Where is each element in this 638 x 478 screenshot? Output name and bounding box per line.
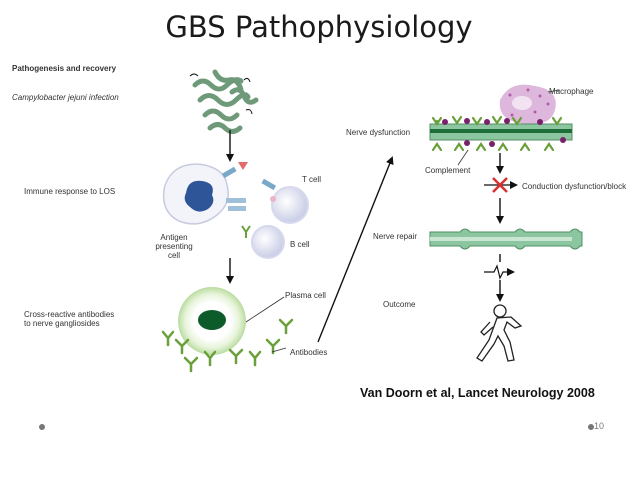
antibodies-group bbox=[161, 318, 294, 373]
bullet-dot-left bbox=[39, 424, 45, 430]
label-infection: Campylobacter jejuni infection bbox=[12, 93, 119, 102]
label-cross-reactive: Cross-reactive antibodies to nerve gangl… bbox=[24, 310, 114, 328]
bullet-dot-right bbox=[588, 424, 594, 430]
campylobacter-bacteria bbox=[192, 69, 259, 134]
slide-title: GBS Pathophysiology bbox=[165, 10, 473, 44]
label-apc-line1: Antigen bbox=[160, 233, 188, 242]
citation: Van Doorn et al, Lancet Neurology 2008 bbox=[360, 386, 595, 400]
antigen-presenting-cell bbox=[162, 162, 248, 225]
label-complement: Complement bbox=[425, 166, 471, 175]
label-apc: Antigen presenting cell bbox=[152, 233, 196, 261]
walking-person-icon bbox=[476, 304, 523, 362]
label-antibodies: Antibodies bbox=[290, 348, 328, 357]
label-nerve-repair: Nerve repair bbox=[373, 232, 418, 241]
label-cross-reactive-line2: to nerve gangliosides bbox=[24, 319, 100, 329]
label-apc-line2: presenting bbox=[155, 242, 193, 252]
damaged-nerve bbox=[429, 115, 573, 166]
label-cross-reactive-line1: Cross-reactive antibodies bbox=[24, 310, 115, 319]
page-number: 10 bbox=[594, 421, 605, 431]
label-nerve-dysfunction: Nerve dysfunction bbox=[346, 128, 411, 137]
action-potential-icon bbox=[484, 264, 515, 280]
plasma-cell bbox=[178, 287, 285, 355]
label-immune-response: Immune response to LOS bbox=[24, 187, 116, 196]
repaired-nerve bbox=[429, 228, 583, 250]
t-cell bbox=[261, 178, 309, 224]
label-apc-line3: cell bbox=[167, 251, 180, 261]
label-plasma-cell: Plasma cell bbox=[285, 291, 326, 300]
label-conduction-block: Conduction dysfunction/block bbox=[522, 182, 627, 191]
arrow-to-nerve-dysfunction bbox=[317, 156, 394, 343]
conduction-block-icon bbox=[484, 177, 518, 193]
label-t-cell: T cell bbox=[302, 175, 321, 184]
label-macrophage: Macrophage bbox=[549, 87, 594, 96]
b-cell bbox=[241, 225, 285, 259]
heading-pathogenesis: Pathogenesis and recovery bbox=[12, 64, 117, 73]
label-outcome: Outcome bbox=[383, 300, 416, 309]
label-b-cell: B cell bbox=[290, 240, 310, 249]
